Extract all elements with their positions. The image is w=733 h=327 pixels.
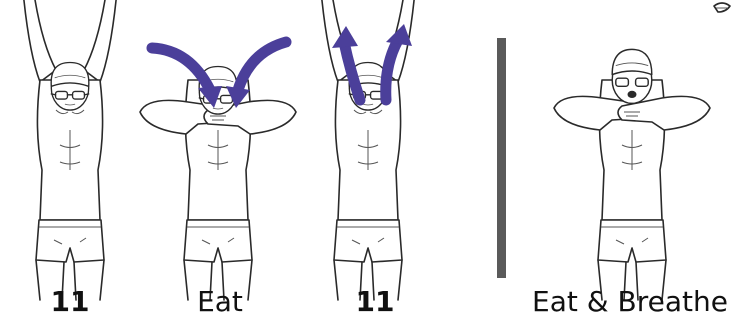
figure-3-label: 11 [335,284,415,320]
figure-2-label: Eat [180,284,260,320]
corner-doodle [714,3,730,12]
swimmer-figure-4 [554,49,710,300]
swimmer-figure-1 [14,0,126,300]
figure-4-label: Eat & Breathe [530,284,730,320]
swimmer-figure-2 [140,67,296,301]
figure-1-label: 11 [30,284,110,320]
section-divider [497,38,506,278]
